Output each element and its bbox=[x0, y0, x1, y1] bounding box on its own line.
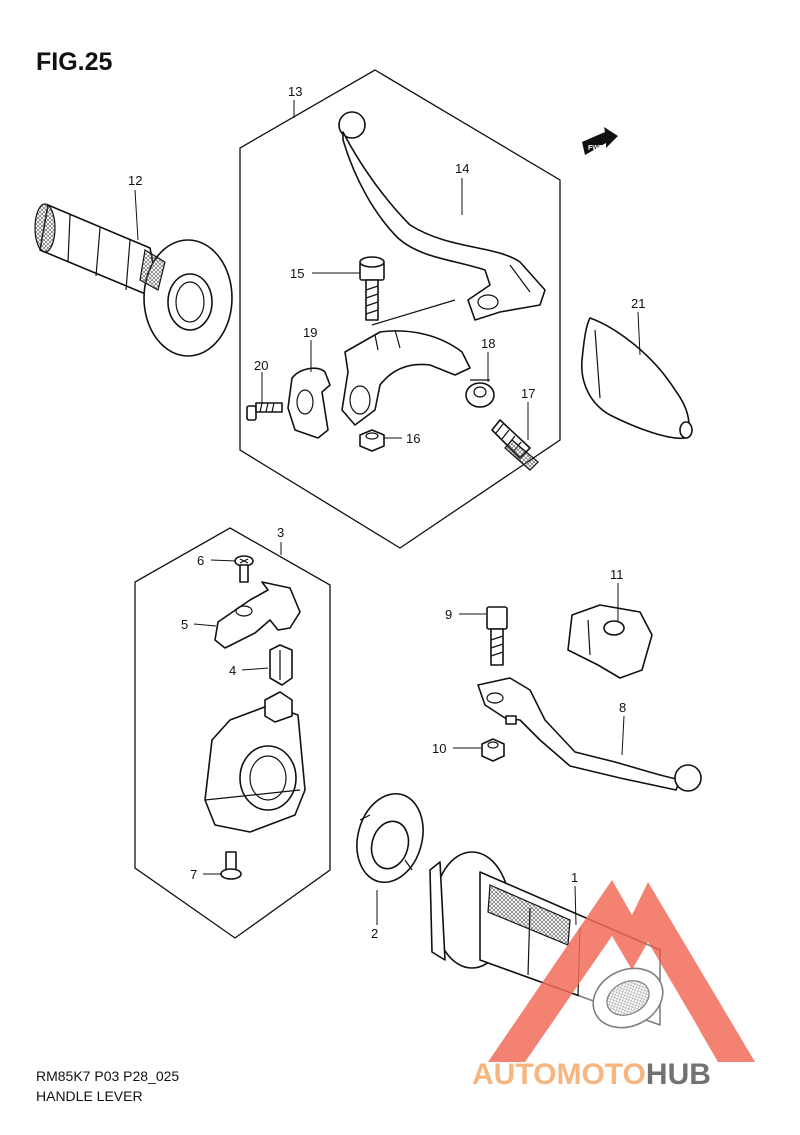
part-3-housing bbox=[204, 691, 306, 833]
callout-1: 1 bbox=[571, 870, 578, 885]
part-20-clamp-bolt bbox=[246, 402, 283, 421]
callout-8: 8 bbox=[619, 700, 626, 715]
callout-15: 15 bbox=[290, 266, 304, 281]
part-9-pivot-bolt bbox=[486, 606, 508, 666]
forward-direction-text: FWD bbox=[588, 145, 604, 152]
callout-16: 16 bbox=[406, 431, 420, 446]
part-14-clutch-lever bbox=[338, 111, 546, 321]
part-5-cover bbox=[214, 581, 301, 649]
watermark-brand-part2: HUB bbox=[646, 1058, 711, 1091]
part-21-lever-boot bbox=[581, 317, 693, 440]
group-frame-13 bbox=[239, 69, 561, 549]
callout-13: 13 bbox=[288, 84, 302, 99]
part-4-clip bbox=[269, 644, 293, 686]
callout-9: 9 bbox=[445, 607, 452, 622]
callout-10: 10 bbox=[432, 741, 446, 756]
callout-3: 3 bbox=[277, 525, 284, 540]
forward-direction-badge: FWD bbox=[582, 127, 618, 155]
callout-20: 20 bbox=[254, 358, 268, 373]
leader-lines bbox=[134, 100, 641, 926]
part-7-screw bbox=[220, 851, 242, 880]
part-18-adjuster-nut bbox=[465, 379, 495, 408]
callout-18: 18 bbox=[481, 336, 495, 351]
figure-name: HANDLE LEVER bbox=[36, 1088, 143, 1104]
figure-title: FIG.25 bbox=[36, 48, 113, 76]
part-8-lever bbox=[477, 677, 702, 792]
callout-6: 6 bbox=[197, 553, 204, 568]
callout-11: 11 bbox=[610, 567, 624, 582]
callout-14: 14 bbox=[455, 161, 469, 176]
watermark-triangle-icon bbox=[488, 880, 755, 1062]
part-15-pivot-bolt bbox=[359, 256, 385, 321]
watermark-brand-part1: AUTOMOTO bbox=[472, 1058, 646, 1091]
callout-17: 17 bbox=[521, 386, 535, 401]
group-frame-3 bbox=[134, 527, 331, 939]
watermark-logo: AUTOMOTOHUB bbox=[472, 880, 755, 1091]
part-17-cable-adjuster bbox=[491, 419, 539, 471]
part-12-left-grip bbox=[34, 203, 233, 357]
watermark-text-primary: AUTOMOTOHUB bbox=[472, 1058, 711, 1091]
part-16-nut bbox=[359, 429, 385, 452]
part-13-lever-bracket bbox=[341, 299, 471, 426]
callout-5: 5 bbox=[181, 617, 188, 632]
part-6-screw bbox=[234, 555, 254, 583]
callout-4: 4 bbox=[229, 663, 236, 678]
callout-2: 2 bbox=[371, 926, 378, 941]
part-2-holder bbox=[356, 792, 424, 884]
part-19-clamp bbox=[287, 367, 331, 439]
figure-code: RM85K7 P03 P28_025 bbox=[36, 1068, 180, 1084]
callout-12: 12 bbox=[128, 173, 142, 188]
callout-7: 7 bbox=[190, 867, 197, 882]
callout-21: 21 bbox=[631, 296, 645, 311]
callout-19: 19 bbox=[303, 325, 317, 340]
part-10-nut bbox=[481, 738, 505, 762]
part-11-lever-guard bbox=[567, 604, 653, 679]
